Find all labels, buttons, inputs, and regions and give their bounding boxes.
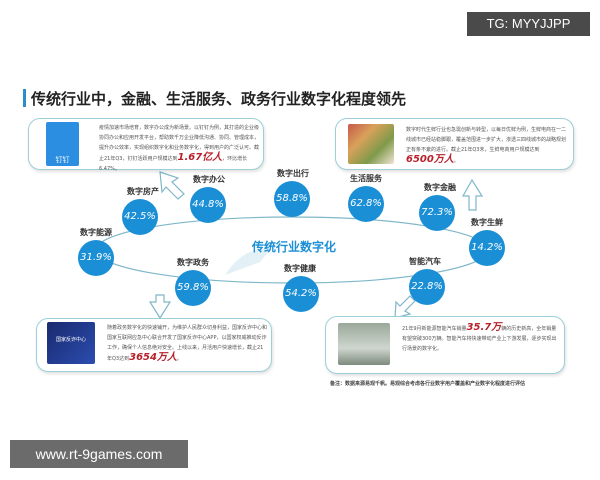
fresh-food-image (348, 124, 394, 164)
arrow-car-icon (394, 295, 416, 319)
arrow-gov-icon (148, 294, 172, 320)
card-office: 钉钉 疫情加速市场培育，数字办公成为新场景。以钉钉为例，其打造的企业级协同办公和… (28, 118, 264, 172)
page-title: 传统行业中，金融、生活服务、政务行业数字化程度领先 (31, 90, 407, 108)
card-car-text: 21年9月新能源智能汽车销量35.7万辆的历史新高，全年销量有望突破300万辆。… (402, 322, 557, 353)
bubble-label-fresh: 数字生鲜 (471, 218, 503, 227)
watermark-logo-icon (225, 249, 270, 275)
arrow-office-icon (159, 171, 185, 200)
anti-fraud-app-image: 国家反诈中心 (47, 322, 95, 364)
card-gov-text: 随着政务数字化的快速铺开，为维护人民群众切身利益，国家反诈中心和国家互联网应急中… (107, 325, 268, 363)
smart-car-image (338, 323, 390, 365)
card-fresh-text: 数字时代生鲜行业也急需创新与转型，以每日优鲜为例，生鲜电商在一二线城市已经站稳脚… (406, 127, 567, 165)
site-watermark-label: www.rt-9games.com (10, 440, 188, 468)
bubble-fresh: 14.2% (469, 230, 505, 266)
tg-watermark-label: TG: MYYJJPP (467, 12, 590, 36)
bubble-lifeservice: 62.8% (348, 186, 384, 222)
bubble-label-smartcar: 智能汽车 (409, 257, 441, 266)
bubble-health: 54.2% (283, 276, 319, 312)
card-gov: 国家反诈中心 随着政务数字化的快速铺开，为维护人民群众切身利益，国家反诈中心和国… (36, 318, 272, 372)
bubble-label-office: 数字办公 (193, 175, 225, 184)
bubble-label-realestate: 数字房产 (127, 187, 159, 196)
source-note: 备注：数据来源易观千帆。易观综合考虑各行业数字用户覆盖和产业数字化程度进行评估 (330, 381, 526, 387)
bubble-label-lifeservice: 生活服务 (350, 174, 382, 183)
bubble-label-energy: 数字能源 (80, 228, 112, 237)
arrow-fresh-icon (461, 178, 484, 211)
bubble-realestate: 42.5% (122, 199, 158, 235)
card-car: 21年9月新能源智能汽车销量35.7万辆的历史新高，全年销量有望突破300万辆。… (325, 316, 565, 374)
center-label: 传统行业数字化 (252, 240, 337, 254)
bubble-energy: 31.9% (78, 240, 114, 276)
bubble-label-gov: 数字政务 (177, 258, 209, 267)
bubble-label-health: 数字健康 (284, 264, 316, 273)
card-fresh: 数字时代生鲜行业也急需创新与转型，以每日优鲜为例，生鲜电商在一二线城市已经站稳脚… (335, 118, 574, 170)
bubble-smartcar: 22.8% (409, 269, 445, 305)
card-office-text: 疫情加速市场培育，数字办公成为新场景。以钉钉为例，其打造的企业级协同办公和应用开… (99, 125, 260, 172)
bubble-label-finance: 数字金融 (424, 183, 456, 192)
bubble-label-travel: 数字出行 (277, 169, 309, 178)
bubble-finance: 72.3% (419, 195, 455, 231)
title-accent-bar (23, 89, 26, 107)
bubble-office: 44.8% (190, 187, 226, 223)
bubble-travel: 58.8% (274, 181, 310, 217)
bubble-gov: 59.8% (175, 270, 211, 306)
dingtalk-logo-icon: 钉钉 (46, 122, 79, 166)
